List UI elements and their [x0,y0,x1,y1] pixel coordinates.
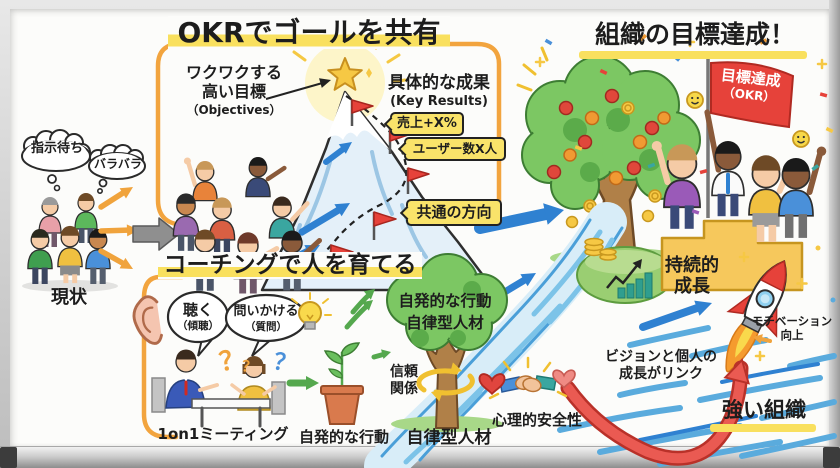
current-state-label: 現状 [51,287,87,308]
frame-corner-cap-left [0,447,17,468]
outcome-title-underline [579,51,807,59]
thought-waiting: 指示待ち [30,141,83,156]
chair-right [271,381,286,415]
potted-plant-icon [320,342,364,425]
spontaneous-action-label: 自発的な行動 [298,428,389,446]
trust-label: 信頼 関係 [381,364,427,397]
question-mark-orange-small: ？ [240,357,259,377]
key-results-sub: (Key Results) [390,94,488,109]
waves [557,325,837,467]
key-results-label: 具体的な成果 [388,73,490,93]
vision-line2: 成長がリンク [619,365,703,382]
growth-double-arrows [344,289,391,360]
okr-section-title: OKRでゴールを共有 [168,16,450,50]
current-state-crowd [27,193,111,284]
motivation-line1: モチベーション [751,314,833,328]
tree-action-label: 自発的な行動 [398,292,492,310]
sparkles [534,36,836,362]
strong-org-underline [710,424,816,432]
tree-autonomy-label: 自律型人材 [406,314,484,332]
sustained-growth-label: 持続的 成長 [660,255,724,297]
listening-ear-icon [132,295,163,345]
objectives-pointer-arrow [265,78,331,100]
goal-star-icon [327,57,372,91]
kr-box-direction: 共通の方向 [406,199,502,226]
objectives-sub: （Objectives） [186,103,282,117]
summit-path-dashed [307,95,408,269]
strong-org-arrow [560,358,750,466]
thought-scattered: バラバラ [94,157,142,171]
chair-left [151,377,166,413]
autonomy-label: 自律型人材 [406,428,492,448]
sparkle-diamond [366,68,372,78]
current-state-group [21,129,180,292]
vision-line1: ビジョンと個人の [605,349,717,365]
kr-box-sales: 売上+X% [390,112,464,136]
coaching-section-border [141,274,185,440]
winners [651,109,827,242]
ask-speech-bubble [224,293,308,357]
trust-line2: 関係 [390,380,418,397]
heart-icon-left [478,373,506,396]
listen-label: 聴く [182,301,213,319]
growth-line2: 成長 [674,276,710,298]
one-on-one-scene [151,349,286,428]
thought-cloud-2 [88,144,146,195]
objectives-label: ワクワクする 高い目標 [186,63,283,102]
rocket-icon [725,260,787,373]
fruit-tree [516,46,701,268]
vision-link-label: ビジョンと個人の 成長がリンク [604,349,718,382]
scatter-arrows [98,187,139,269]
one-on-one-label: 1on1ミーティング [157,425,289,443]
objectives-line1: ワクワクする [186,63,283,82]
tree-fruits [546,88,671,186]
autonomy-tree [386,253,508,432]
falling-coins [565,101,662,232]
smiley-icons [686,91,810,148]
motivation-label: モチベーション 向上 [750,314,834,342]
kr-box-users: ユーザー数X人 [404,137,506,161]
ask-label: 問いかける [233,304,299,319]
growth-line-icon [606,262,640,289]
thought-cloud-1 [21,129,91,192]
sustained-growth-arrow [639,300,712,331]
frame-corner-cap-right [823,447,840,468]
growth-island [576,237,674,304]
strong-org-label: 強い組織 [722,398,806,422]
table [191,398,271,409]
objectives-line2: 高い目標 [201,81,266,101]
coaching-section-title: コーチングで人を育てる [158,252,422,280]
bar-chart-icon [617,272,653,299]
lightbulb-icon [291,292,332,330]
heart-icon-right [552,369,576,389]
growth-line1: 持続的 [665,255,719,276]
whiteboard-frame-right [829,0,840,468]
sprout-arrow [286,376,319,390]
coin-stacks [584,237,617,261]
safety-label: 心理的安全性 [491,411,582,429]
motivation-arrow [753,334,772,344]
outcome-title: 組織の目標達成！ [594,20,795,49]
listen-sub: （傾聴） [177,320,219,332]
trust-loop-arrows [416,362,475,402]
tree-rays [516,46,549,92]
achievement-flag [710,61,795,129]
transition-arrow [132,217,180,251]
motivation-line2: 向上 [780,327,804,342]
handshake-icon [488,356,568,400]
ask-sub: （質問） [245,321,287,333]
psychological-safety-group [478,356,576,400]
trust-line1: 信頼 [390,364,418,380]
